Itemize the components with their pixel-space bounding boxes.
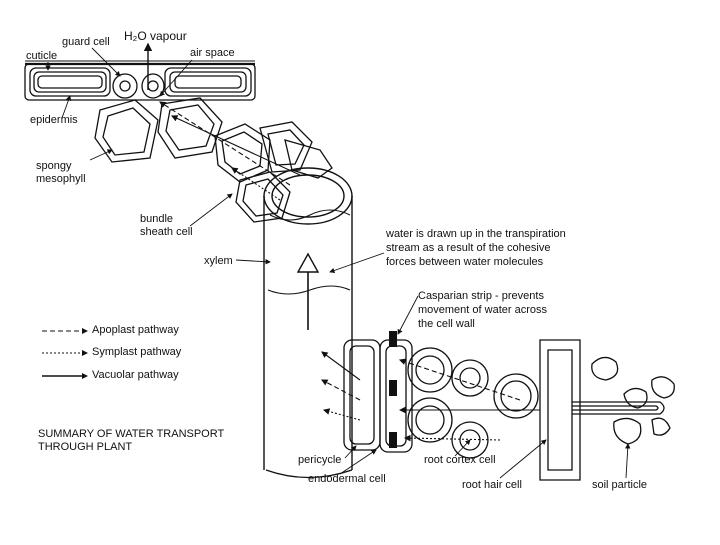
label-pericycle: pericycle	[298, 454, 342, 466]
legend-apoplast-label: Apoplast pathway	[92, 324, 179, 336]
guard-cells	[112, 73, 165, 99]
root-arrows	[321, 351, 540, 442]
legend-vacuolar-label: Vacuolar pathway	[92, 369, 179, 381]
label-root-hair-cell: root hair cell	[462, 479, 522, 491]
label-xylem: xylem	[204, 255, 233, 267]
summary-title-line-1: SUMMARY OF WATER TRANSPORT	[38, 428, 225, 440]
epidermis-layer	[24, 60, 256, 101]
vacuolar-line-icon	[42, 373, 88, 379]
root-hair-cell	[539, 339, 665, 481]
label-cuticle: cuticle	[26, 50, 58, 62]
leader-lines	[45, 47, 631, 479]
leaf-section	[24, 42, 333, 223]
cortex-cells	[407, 347, 539, 459]
legend-apoplast: Apoplast pathway	[40, 324, 240, 338]
label-air-space: air space	[190, 47, 235, 59]
label-endodermal-cell: endodermal cell	[308, 473, 386, 485]
label-mesophyll: mesophyll	[36, 173, 86, 185]
legend-symplast-label: Symplast pathway	[92, 346, 182, 358]
label-soil-particle: soil particle	[592, 479, 648, 491]
label-bundle: bundle	[140, 213, 174, 225]
label-transpiration-1: water is drawn up in the transpiration	[386, 228, 566, 240]
xylem-vessel	[263, 167, 353, 479]
mesophyll-arrows	[159, 101, 301, 201]
label-casparian-3: the cell wall	[418, 318, 475, 330]
label-epidermis: epidermis	[30, 114, 78, 126]
legend-vacuolar: Vacuolar pathway	[40, 369, 240, 383]
label-sheath-cell: sheath cell	[140, 226, 193, 238]
label-root-cortex-cell: root cortex cell	[424, 454, 496, 466]
endodermis-column	[343, 339, 413, 453]
root-section	[321, 331, 675, 481]
symplast-line-icon	[42, 350, 88, 356]
summary-title-line-2: THROUGH PLANT	[38, 441, 133, 453]
label-casparian-1: Casparian strip - prevents	[418, 290, 544, 302]
mesophyll-cells	[94, 97, 333, 223]
label-transpiration-3: forces between water molecules	[386, 256, 544, 268]
soil-particles	[591, 356, 675, 445]
label-transpiration-2: stream as a result of the cohesive	[386, 242, 551, 254]
casparian-strips	[389, 331, 397, 448]
label-casparian-2: movement of water across	[418, 304, 547, 316]
apoplast-line-icon	[42, 328, 88, 334]
label-h2o-vapour: H₂O vapour	[124, 29, 187, 43]
legend-symplast: Symplast pathway	[40, 346, 240, 360]
label-spongy: spongy	[36, 160, 72, 172]
label-guard-cell: guard cell	[62, 36, 110, 48]
